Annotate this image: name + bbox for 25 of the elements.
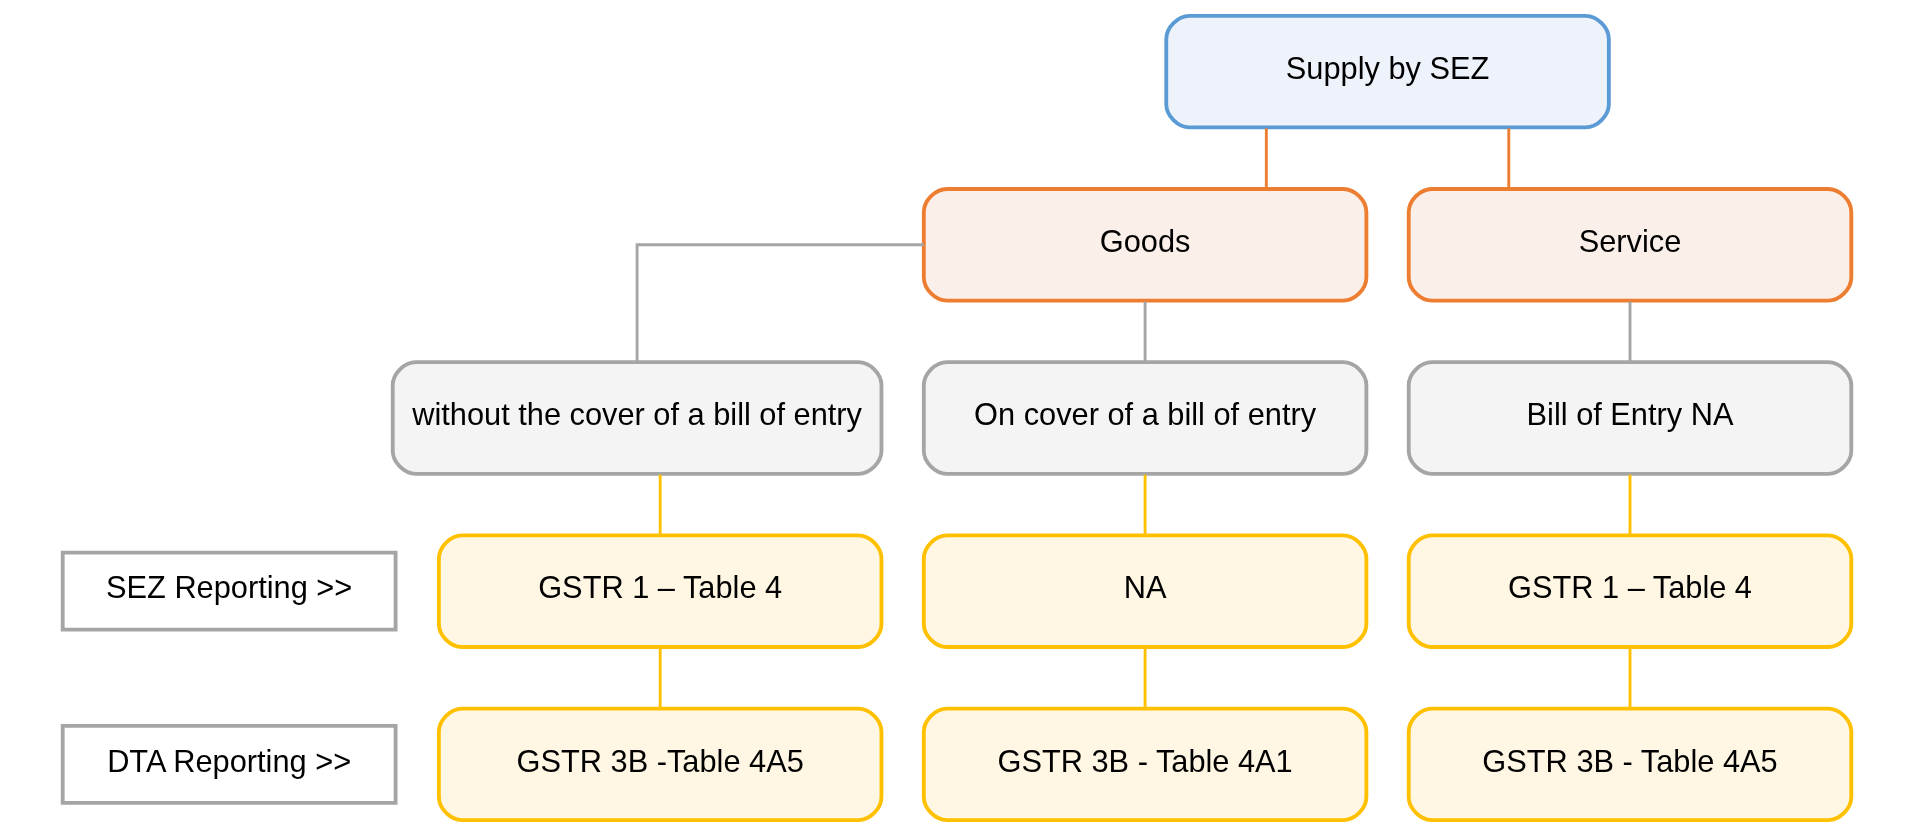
connector bbox=[1628, 647, 1631, 709]
node-box: On cover of a bill of entry bbox=[921, 360, 1368, 476]
node-box: Goods bbox=[921, 187, 1368, 303]
node-box: SEZ Reporting >> bbox=[60, 550, 398, 632]
node-box: GSTR 3B - Table 4A1 bbox=[921, 706, 1368, 823]
node-box: without the cover of a bill of entry bbox=[390, 360, 883, 476]
node-box: GSTR 1 – Table 4 bbox=[436, 533, 883, 649]
node-box: GSTR 3B -Table 4A5 bbox=[436, 706, 883, 823]
node-box: Bill of Entry NA bbox=[1406, 360, 1853, 476]
connector bbox=[1143, 647, 1147, 709]
connector bbox=[1143, 301, 1147, 362]
connector bbox=[1143, 474, 1147, 535]
connector bbox=[658, 474, 662, 535]
connector bbox=[635, 243, 924, 362]
node-box: NA bbox=[921, 533, 1368, 649]
node-box: Supply by SEZ bbox=[1163, 13, 1611, 130]
connector bbox=[658, 647, 662, 709]
connector bbox=[1628, 301, 1631, 362]
node-box: Service bbox=[1406, 187, 1853, 303]
connector bbox=[1628, 474, 1631, 535]
node-box: GSTR 3B - Table 4A5 bbox=[1406, 706, 1853, 823]
connector bbox=[1506, 128, 1510, 189]
node-box: GSTR 1 – Table 4 bbox=[1406, 533, 1853, 649]
connector bbox=[1264, 128, 1268, 189]
node-box: DTA Reporting >> bbox=[60, 723, 398, 805]
